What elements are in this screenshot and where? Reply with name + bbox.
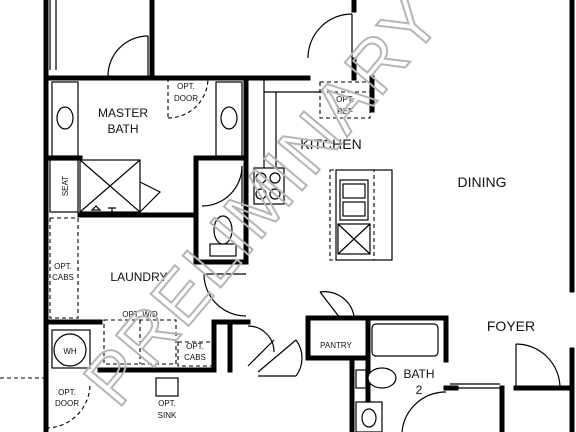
opt-wd-label: OPT. W/D: [122, 310, 158, 319]
opt-cabs-bottom-line1: OPT.: [186, 342, 204, 351]
opt-sink-line1: OPT.: [158, 399, 176, 408]
laundry-label: LAUNDRY: [110, 270, 167, 284]
opt-sink-line2: SINK: [158, 411, 177, 420]
opt-cabs-left-line1: OPT.: [54, 262, 72, 271]
master-bath-label-line2: BATH: [107, 122, 138, 136]
laundry-fixtures: [49, 217, 213, 397]
opt-cabs-left-line2: CABS: [52, 273, 74, 282]
opt-door-top-line2: DOOR: [174, 94, 198, 103]
doors: [45, 13, 561, 432]
master-bath-fixtures: [49, 81, 243, 257]
window-left: [0, 0, 57, 379]
opt-ref-line1: OPT.: [336, 95, 354, 104]
foyer-label: FOYER: [487, 318, 535, 334]
opt-door-bottom-line2: DOOR: [55, 399, 79, 408]
master-bath-label-line1: MASTER: [98, 106, 148, 120]
dining-label: DINING: [458, 174, 507, 190]
kitchen-label: KITCHEN: [300, 136, 361, 152]
exterior-walls: [43, 0, 575, 432]
opt-door-top-line1: OPT.: [177, 82, 195, 91]
bath2-label-line2: 2: [416, 383, 423, 397]
opt-cabs-bottom-line2: CABS: [184, 353, 206, 362]
opt-door-bottom-line1: OPT.: [58, 388, 76, 397]
bath2-label-line1: BATH: [403, 367, 434, 381]
seat-label: SEAT: [61, 176, 70, 196]
kitchen-fixtures: [253, 80, 393, 261]
pantry-label: PANTRY: [320, 341, 352, 350]
opt-ref-line2: REF: [337, 107, 353, 116]
bath2-fixtures: [355, 323, 439, 432]
wh-label: WH: [63, 347, 77, 356]
